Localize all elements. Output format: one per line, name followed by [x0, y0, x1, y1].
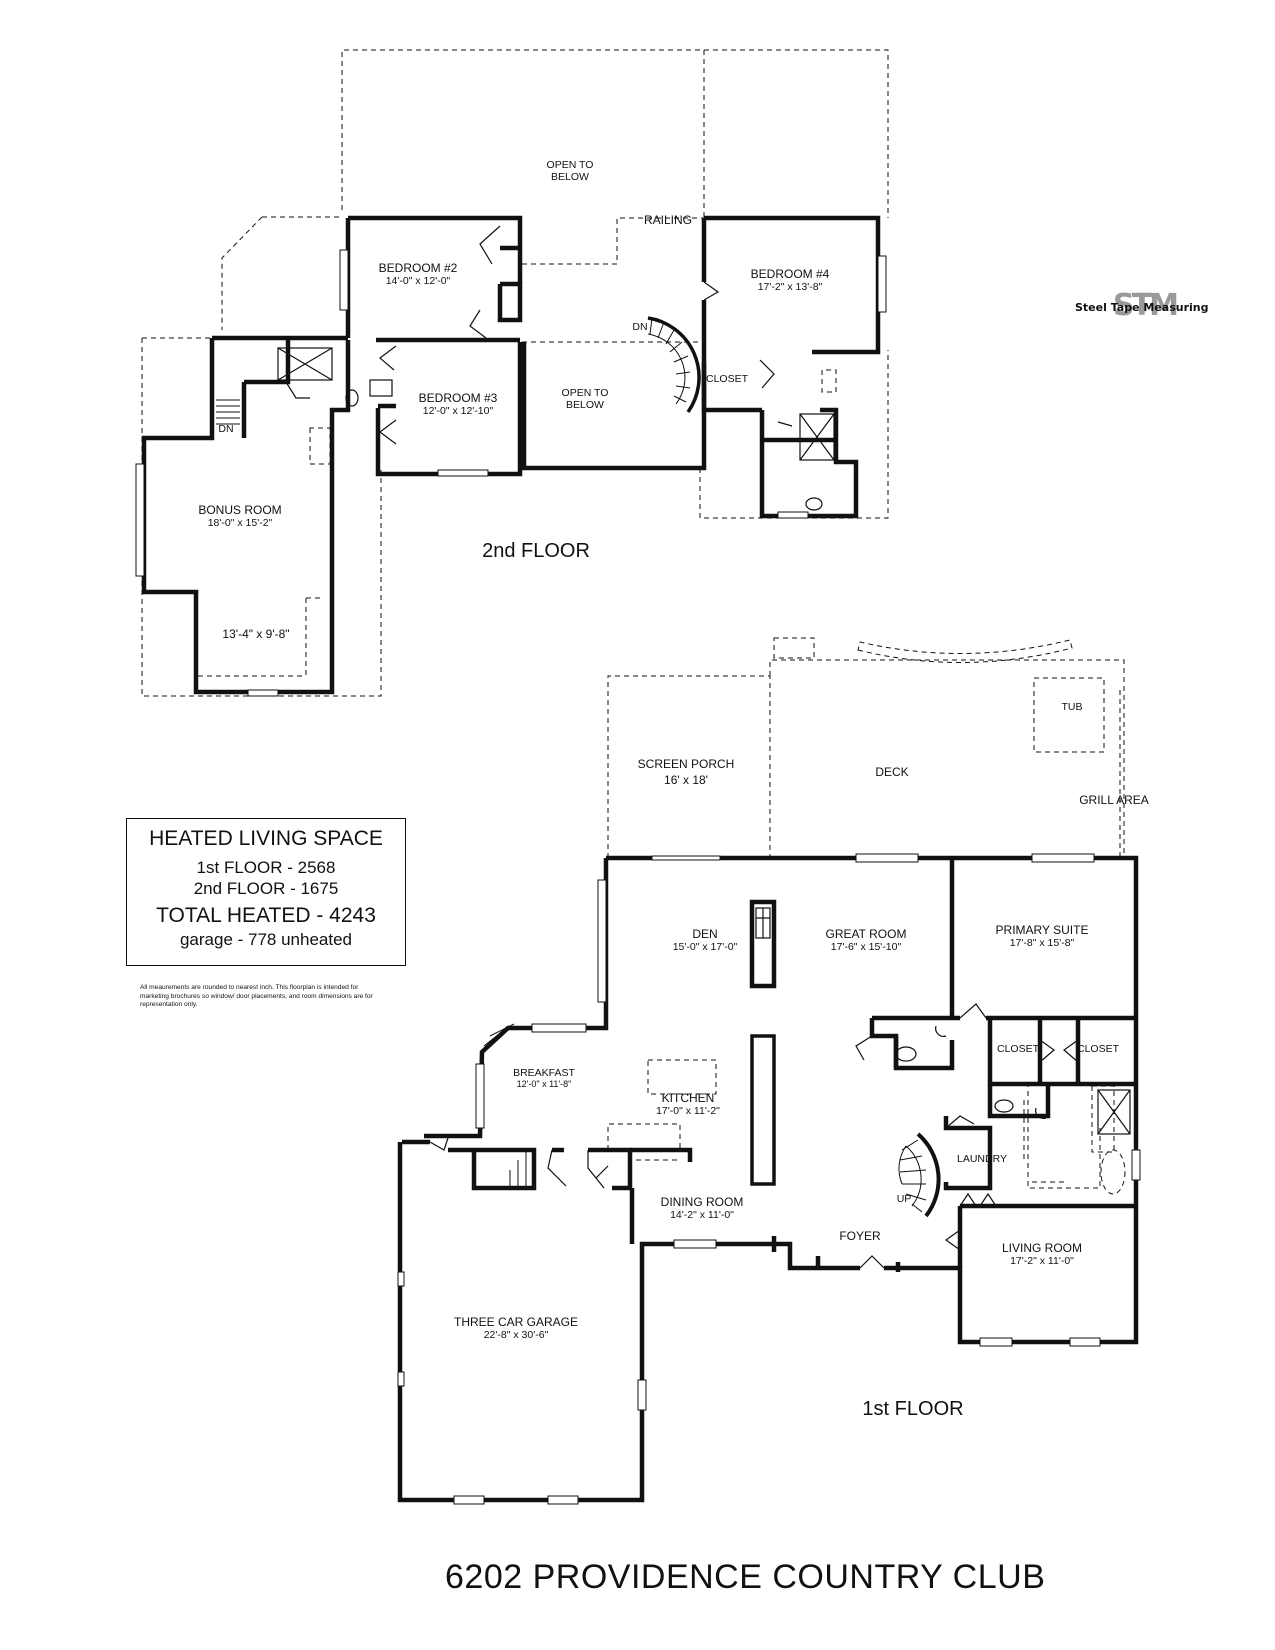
living-room-dims: 17'-2" x 11'-0" [1010, 1255, 1074, 1267]
garage-dims: 22'-8" x 30'-6" [483, 1329, 549, 1341]
floor2-dashed-outlines [141, 49, 889, 697]
floor1-windows [397, 853, 1141, 1505]
bedroom4-dims: 17'-2" x 13'-8" [757, 281, 823, 293]
laundry-label: LAUNDRY [957, 1153, 1007, 1165]
floor1-stair-lines [509, 1152, 527, 1186]
screen-porch-name: SCREEN PORCH [637, 757, 735, 771]
screen-porch-dims: 16' x 18' [664, 773, 708, 787]
floor1-bay-window [483, 1023, 515, 1047]
steel-tape-measuring-logo: STM Steel Tape Measuring [1075, 288, 1208, 323]
great-room-name: GREAT ROOM [825, 927, 907, 941]
legend-total: TOTAL HEATED - 4243 [156, 903, 376, 927]
breakfast-dims: 12'-0" x 11'-8" [516, 1079, 572, 1089]
bedroom2-name: BEDROOM #2 [378, 261, 458, 275]
stm-logo-text: Steel Tape Measuring [1075, 301, 1209, 314]
living-room-name: LIVING ROOM [1001, 1241, 1083, 1255]
railing-label: RAILING [643, 213, 693, 227]
heated-living-space-legend: HEATED LIVING SPACE 1st FLOOR - 2568 2nd… [126, 818, 406, 966]
bedroom2-dims: 14'-0" x 12'-0" [385, 275, 451, 287]
kitchen-dims: 17'-0" x 11'-2" [656, 1105, 720, 1117]
bedroom4-name: BEDROOM #4 [750, 267, 830, 281]
legend-title: HEATED LIVING SPACE [149, 827, 383, 850]
den-name: DEN [692, 927, 718, 941]
bonus-alcove-dims: 13'-4" x 9'-8" [222, 627, 290, 641]
up-stair-label: UP [896, 1193, 912, 1205]
foyer-label: FOYER [839, 1229, 881, 1243]
grill-area-label: GRILL AREA [1079, 793, 1149, 807]
floor2-spiral-stair [647, 316, 701, 414]
dining-room-dims: 14'-2" x 11'-0" [670, 1209, 734, 1221]
floor2-stair-lines [216, 399, 240, 425]
floor1-title: 1st FLOOR [862, 1398, 964, 1420]
legend-first-floor: 1st FLOOR - 2568 [196, 858, 336, 877]
property-address: 6202 PROVIDENCE COUNTRY CLUB [445, 1558, 1046, 1596]
bedroom3-dims: 12'-0" x 12'-10" [422, 405, 494, 417]
disclaimer-note: All meaurements are rounded to nearest i… [140, 984, 373, 1009]
legend-second-floor: 2nd FLOOR - 1675 [193, 879, 339, 899]
floor1-doors [429, 907, 1131, 1269]
dining-room-name: DINING ROOM [660, 1195, 744, 1209]
closet-b-label: CLOSET [1076, 1043, 1120, 1055]
bedroom3-name: BEDROOM #3 [418, 391, 498, 405]
bonus-room-name: BONUS ROOM [198, 503, 282, 517]
floor2-windows [135, 249, 887, 697]
great-room-dims: 17'-6" x 15'-10" [830, 941, 902, 953]
closet-a-label: CLOSET [996, 1043, 1040, 1055]
closet-2nd-label: CLOSET [705, 373, 749, 385]
floor2-walls [141, 215, 881, 695]
breakfast-name: BREAKFAST [513, 1067, 575, 1079]
floor1-spiral-stair [898, 1132, 941, 1218]
garage-name: THREE CAR GARAGE [453, 1315, 579, 1329]
kitchen-name: KITCHEN [661, 1091, 715, 1105]
floor2-doors [277, 225, 835, 511]
den-dims: 15'-0" x 17'-0" [672, 941, 738, 953]
floor2-title: 2nd FLOOR [482, 540, 590, 562]
dn-left-label: DN [218, 423, 234, 435]
deck-label: DECK [875, 765, 909, 779]
bonus-room-dims: 18'-0" x 15'-2" [207, 517, 273, 529]
primary-suite-dims: 17'-8" x 15'-8" [1009, 937, 1075, 949]
dn-stair-label: DN [632, 321, 648, 333]
primary-suite-name: PRIMARY SUITE [995, 923, 1089, 937]
floor1-dashed-outlines [607, 637, 1126, 1195]
tub-label: TUB [1061, 701, 1083, 713]
legend-garage: garage - 778 unheated [179, 929, 353, 949]
